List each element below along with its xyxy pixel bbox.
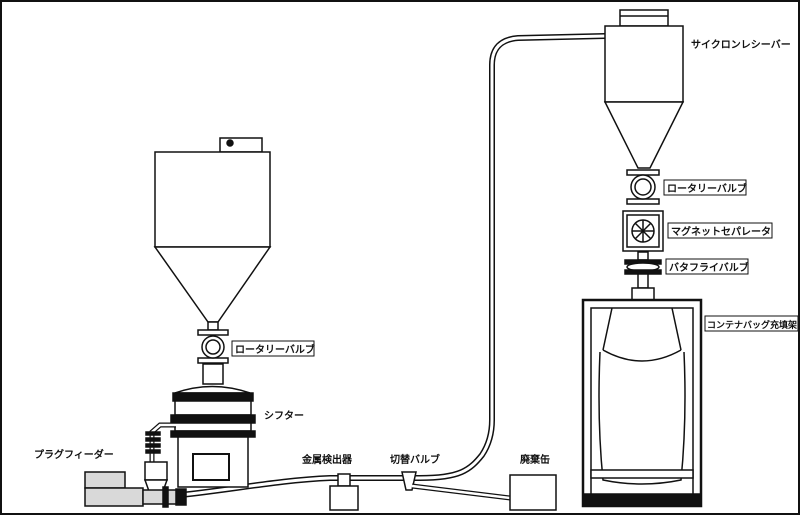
label-switching-valve-group: 切替バルブ (388, 452, 452, 466)
label-butterfly-valve: バタフライバルブ (669, 261, 749, 274)
metal-detector-unit (329, 473, 359, 511)
label-rotary-valve-left-group: ロータリーバルブ (231, 340, 315, 357)
label-metal-detector-group: 金属検出器 (300, 452, 362, 466)
flexible-bellows (145, 431, 161, 454)
label-waste-container-group: 廃棄缶 (518, 452, 560, 466)
switching-valve-unit (401, 471, 511, 501)
label-rotary-valve-left: ロータリーバルブ (235, 343, 315, 356)
magnet-separator-unit (622, 210, 664, 252)
label-plug-feeder: プラグフィーダー (34, 448, 114, 461)
conveying-pipe (179, 33, 606, 498)
label-butterfly-valve-group: バタフライバルブ (665, 258, 749, 275)
label-plug-feeder-group: プラグフィーダー (32, 447, 114, 461)
hatch-bolt-icon (226, 139, 234, 147)
left-rotary-valve (197, 329, 229, 385)
label-waste-container: 廃棄缶 (520, 453, 550, 466)
cyclone-exhaust-cap (619, 9, 669, 27)
label-cyclone-receiver: サイクロンレシーバー (691, 39, 791, 51)
sifter-unit (170, 385, 256, 488)
label-rotary-valve-right: ロータリーバルブ (667, 182, 747, 195)
hopper-top-hatch (219, 137, 263, 153)
label-container-bag-stand: コンテナバッグ充填架台 (707, 319, 800, 331)
label-rotary-valve-right-group: ロータリーバルブ (663, 179, 747, 196)
label-magnet-separator-group: マグネットセパレータ (667, 222, 773, 239)
butterfly-valve-unit (624, 251, 662, 289)
label-magnet-separator: マグネットセパレータ (671, 225, 771, 238)
label-cyclone-receiver-group: サイクロンレシーバー (689, 37, 791, 51)
label-metal-detector: 金属検出器 (301, 453, 353, 466)
label-container-bag-stand-group: コンテナバッグ充填架台 (704, 315, 800, 332)
label-sifter-group: シフター (262, 408, 312, 422)
plug-feeder-assembly (84, 422, 187, 508)
left-storage-hopper (153, 137, 272, 331)
container-bag-stand-unit (581, 287, 703, 508)
cyclone-receiver-unit (603, 9, 685, 169)
label-switching-valve: 切替バルブ (390, 453, 440, 466)
waste-container-unit (509, 474, 557, 511)
right-rotary-valve (626, 169, 660, 205)
label-sifter: シフター (264, 410, 304, 422)
